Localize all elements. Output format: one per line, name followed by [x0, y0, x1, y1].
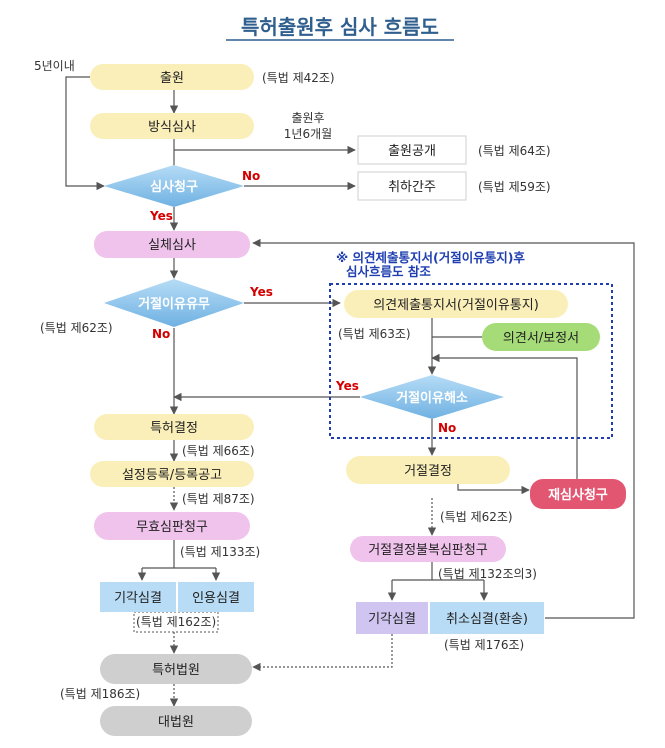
node-reexam: 재심사청구 — [530, 479, 626, 509]
svg-text:설정등록/등록공고: 설정등록/등록공고 — [122, 468, 222, 483]
svg-text:출원공개: 출원공개 — [388, 144, 436, 159]
page-title: 특허출원후 심사 흐름도 — [241, 15, 439, 39]
node-rejection-reason: 거절이유유무 — [104, 279, 244, 327]
svg-text:특허법원: 특허법원 — [152, 663, 200, 678]
law-87: (특법 제87조) — [182, 492, 255, 506]
svg-text:취하간주: 취하간주 — [388, 180, 436, 195]
node-opinion-notice: 의견제출통지서(거절이유통지) — [344, 290, 568, 318]
label-no-2: No — [152, 327, 170, 341]
node-revoke: 취소심결(환송) — [430, 602, 544, 634]
svg-text:무효심판청구: 무효심판청구 — [136, 520, 208, 535]
svg-text:방식심사: 방식심사 — [148, 120, 196, 135]
svg-text:거절이유해소: 거절이유해소 — [396, 390, 468, 406]
note-line-2: 심사흐름도 참조 — [346, 264, 431, 279]
node-opinion-amend: 의견서/보정서 — [482, 323, 600, 351]
node-rejection-decision: 거절결정 — [346, 456, 510, 484]
svg-text:실체심사: 실체심사 — [148, 238, 196, 253]
node-publication: 출원공개 — [357, 135, 467, 165]
node-formal-exam: 방식심사 — [90, 113, 254, 139]
law-162: (특법 제162조) — [136, 615, 216, 629]
node-appeal: 거절결정불복심판청구 — [350, 536, 506, 562]
law-132: (특법 제132조의3) — [438, 567, 537, 581]
label-yes-2: Yes — [249, 285, 273, 299]
node-grant: 특허결정 — [94, 414, 254, 440]
svg-text:특허결정: 특허결정 — [150, 421, 198, 436]
label-within-5y: 5년이내 — [34, 59, 75, 73]
law-62b: (특법 제62조) — [440, 510, 513, 524]
svg-text:기각심결: 기각심결 — [368, 612, 416, 627]
node-invalidation: 무효심판청구 — [94, 512, 250, 540]
node-withdrawn: 취하간주 — [357, 171, 467, 201]
node-substantive-exam: 실체심사 — [94, 231, 250, 258]
svg-text:출원: 출원 — [160, 71, 184, 86]
law-63: (특법 제63조) — [338, 327, 411, 341]
law-64: (특법 제64조) — [478, 144, 551, 158]
svg-text:거절결정불복심판청구: 거절결정불복심판청구 — [368, 543, 488, 558]
svg-text:기각심결: 기각심결 — [114, 591, 162, 606]
label-yes-3: Yes — [335, 379, 359, 393]
connectors — [65, 76, 635, 707]
svg-text:심사청구: 심사청구 — [150, 179, 198, 195]
law-62a: (특법 제62조) — [40, 321, 113, 335]
label-no-3: No — [438, 421, 456, 435]
law-176: (특법 제176조) — [444, 638, 524, 652]
svg-text:의견서/보정서: 의견서/보정서 — [503, 331, 579, 346]
node-upheld: 인용심결 — [178, 582, 254, 612]
law-133: (특법 제133조) — [180, 545, 260, 559]
svg-text:거절이유유무: 거절이유유무 — [138, 296, 210, 312]
law-66: (특법 제66조) — [182, 444, 255, 458]
svg-text:대법원: 대법원 — [158, 715, 194, 730]
label-after-apply-2: 1년6개월 — [284, 127, 332, 141]
node-dismissed-a: 기각심결 — [100, 582, 176, 612]
label-after-apply-1: 출원후 — [291, 111, 324, 125]
label-yes-1: Yes — [149, 209, 173, 223]
node-apply: 출원 — [90, 64, 254, 90]
note-line-1: ※ 의견제출통지서(거절이유통지)후 — [336, 250, 525, 265]
opinion-flow-region — [329, 283, 613, 439]
svg-text:의견제출통지서(거절이유통지): 의견제출통지서(거절이유통지) — [373, 298, 539, 313]
law-42: (특법 제42조) — [262, 71, 335, 85]
node-patent-court: 특허법원 — [100, 654, 252, 684]
node-rejection-resolved: 거절이유해소 — [360, 375, 504, 419]
law-186: (특법 제186조) — [60, 687, 140, 701]
svg-text:인용심결: 인용심결 — [192, 591, 240, 606]
svg-text:취소심결(환송): 취소심결(환송) — [446, 612, 528, 627]
law-59: (특법 제59조) — [478, 180, 551, 194]
node-supreme-court: 대법원 — [100, 706, 252, 736]
svg-text:거절결정: 거절결정 — [404, 464, 452, 479]
svg-text:재심사청구: 재심사청구 — [548, 487, 608, 503]
node-registration: 설정등록/등록공고 — [90, 461, 254, 487]
node-exam-request: 심사청구 — [104, 165, 244, 207]
node-dismissed-b: 기각심결 — [356, 602, 428, 634]
label-no-1: No — [242, 169, 260, 183]
